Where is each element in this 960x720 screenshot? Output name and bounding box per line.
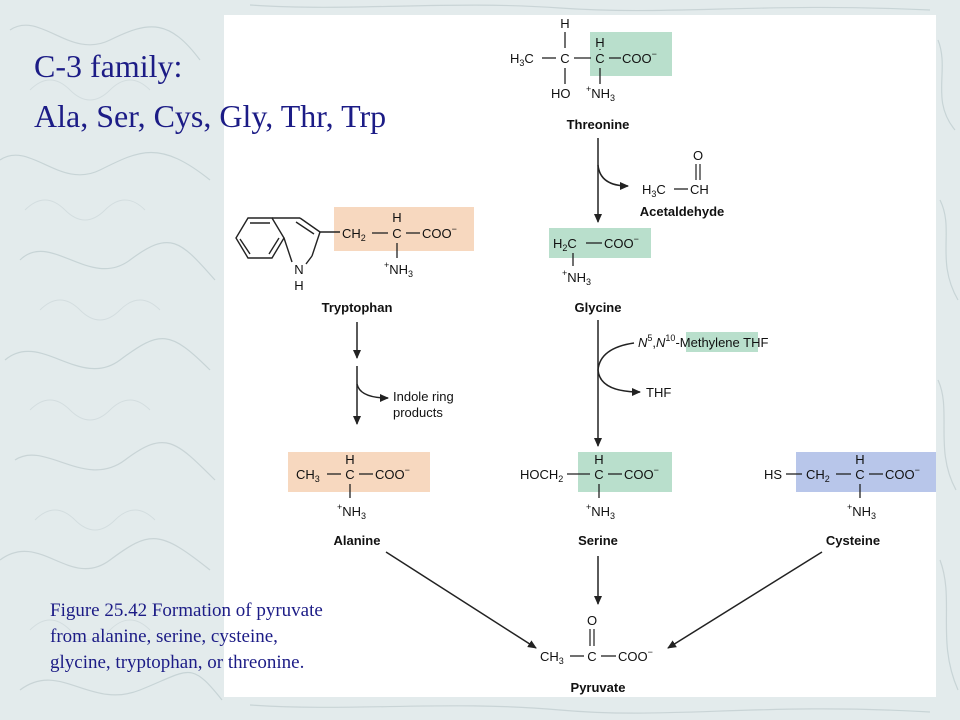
- acetaldehyde-structure: O H3C CH: [642, 148, 709, 199]
- svg-text:COO−: COO−: [885, 465, 920, 482]
- serine-label: Serine: [578, 533, 618, 548]
- methylene-thf-input-arrow: [597, 342, 635, 371]
- svg-text:H: H: [595, 35, 604, 50]
- thf-product: THF: [646, 385, 671, 400]
- pyruvate-structure: O CH3 C COO−: [540, 613, 653, 666]
- slide-title-line-1: C-3 family:: [34, 48, 183, 84]
- figure-panel: [224, 15, 936, 697]
- svg-text:C: C: [345, 467, 354, 482]
- figure-caption-line-3: glycine, tryptophan, or threonine.: [50, 652, 305, 673]
- svg-text:+NH3: +NH3: [562, 268, 591, 287]
- tryptophan-highlight: [334, 207, 474, 251]
- svg-text:H: H: [560, 16, 569, 31]
- tryptophan-structure: [235, 217, 340, 265]
- svg-text:C: C: [560, 51, 569, 66]
- acetaldehyde-branch-arrow: [597, 164, 629, 190]
- methylene-highlight: [686, 332, 758, 352]
- threonine-structure: H H3C C H C COO− HO +NH3: [510, 16, 657, 103]
- svg-text:COO−: COO−: [422, 224, 457, 241]
- threonine-highlight: [590, 32, 672, 76]
- indole-nh: H: [294, 278, 303, 293]
- svg-text:COO−: COO−: [604, 234, 639, 251]
- svg-text:H: H: [392, 210, 401, 225]
- alanine-to-pyruvate-arrow: [385, 551, 537, 649]
- indole-products-line2: products: [393, 405, 443, 420]
- cysteine-highlight: [796, 452, 936, 492]
- serine-structure: HOCH2 H C COO− +NH3: [520, 452, 659, 521]
- svg-text:HOCH2: HOCH2: [520, 467, 563, 484]
- svg-text:COO−: COO−: [375, 465, 410, 482]
- methylene-thf-cofactor: N5,N10-Methylene THF: [638, 333, 768, 350]
- serine-highlight: [578, 452, 672, 492]
- threonine-label: Threonine: [567, 117, 630, 132]
- glycine-label: Glycine: [575, 300, 622, 315]
- indole-products-line1: Indole ring: [393, 389, 454, 404]
- svg-text:C: C: [594, 467, 603, 482]
- svg-text:COO−: COO−: [618, 647, 653, 664]
- svg-text:H: H: [594, 452, 603, 467]
- svg-text:H: H: [855, 452, 864, 467]
- alanine-highlight: [288, 452, 430, 492]
- svg-text:+NH3: +NH3: [586, 84, 615, 103]
- cysteine-label: Cysteine: [826, 533, 880, 548]
- svg-text:C: C: [392, 226, 401, 241]
- figure-caption-line-2: from alanine, serine, cysteine,: [50, 626, 278, 647]
- svg-text:HO: HO: [551, 86, 571, 101]
- svg-text:CH2: CH2: [806, 467, 830, 484]
- svg-text:COO−: COO−: [624, 465, 659, 482]
- svg-text:O: O: [693, 148, 703, 163]
- svg-text:C: C: [595, 51, 604, 66]
- svg-text:CH3: CH3: [296, 467, 320, 484]
- alanine-label: Alanine: [334, 533, 381, 548]
- pyruvate-label: Pyruvate: [571, 680, 626, 695]
- alanine-structure: CH3 H C COO− +NH3: [296, 452, 410, 521]
- tryptophan-label: Tryptophan: [322, 300, 393, 315]
- acetaldehyde-label: Acetaldehyde: [640, 204, 725, 219]
- svg-text:O: O: [587, 613, 597, 628]
- svg-text:+NH3: +NH3: [586, 502, 615, 521]
- svg-text:COO−: COO−: [622, 49, 657, 66]
- cysteine-to-pyruvate-arrow: [667, 551, 823, 649]
- indole-branch-arrow: [356, 383, 389, 402]
- svg-text:H3C: H3C: [642, 182, 666, 199]
- svg-text:HS: HS: [764, 467, 782, 482]
- svg-text:+NH3: +NH3: [847, 502, 876, 521]
- svg-text:H2C: H2C: [553, 236, 577, 253]
- svg-text:H: H: [345, 452, 354, 467]
- thf-output-arrow: [597, 369, 641, 396]
- cysteine-structure: HS CH2 H C COO− +NH3: [764, 452, 920, 521]
- tryptophan-side-chain: CH2 H C COO− +NH3: [342, 210, 457, 279]
- svg-text:+NH3: +NH3: [337, 502, 366, 521]
- svg-text:CH2: CH2: [342, 226, 366, 243]
- svg-text:C: C: [855, 467, 864, 482]
- indole-n: N: [294, 262, 303, 277]
- svg-text:C: C: [587, 649, 596, 664]
- figure-caption-line-1: Figure 25.42 Formation of pyruvate: [50, 600, 323, 621]
- svg-text:CH: CH: [690, 182, 709, 197]
- svg-text:+NH3: +NH3: [384, 260, 413, 279]
- slide-title-line-2: Ala, Ser, Cys, Gly, Thr, Trp: [34, 98, 387, 134]
- glycine-structure: H2C COO− +NH3: [553, 234, 639, 287]
- svg-text:H3C: H3C: [510, 51, 534, 68]
- svg-text:CH3: CH3: [540, 649, 564, 666]
